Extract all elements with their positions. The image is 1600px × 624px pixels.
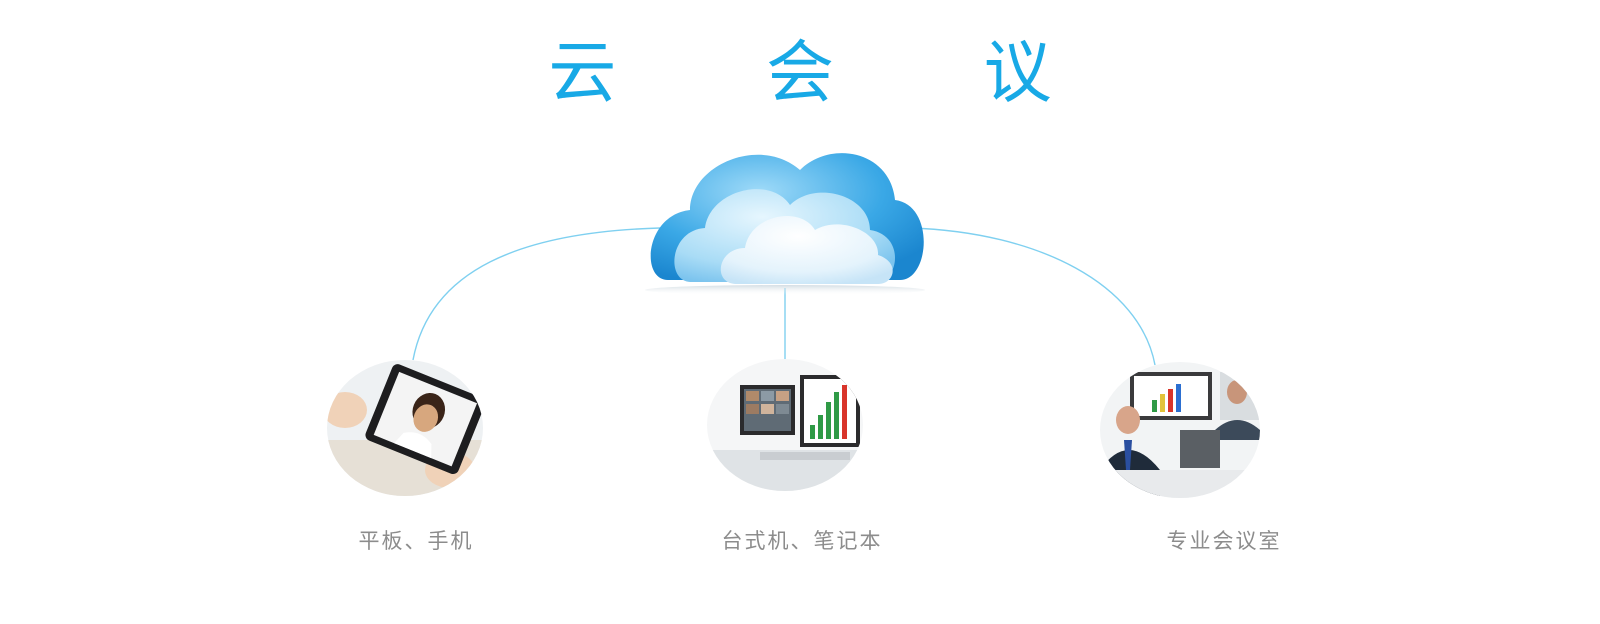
conference-room-photo: [1100, 362, 1260, 498]
page-title: 云 会 议: [548, 34, 1116, 113]
node-label-tablet: 平板、手机: [358, 529, 474, 553]
tablet-photo: [327, 360, 483, 496]
connector-left: [412, 227, 661, 361]
node-label-conference-room: 专业会议室: [1166, 529, 1282, 553]
cloud-icon: [645, 153, 925, 295]
desktop-photo: [707, 359, 863, 491]
connector-right: [909, 227, 1156, 366]
node-label-desktop: 台式机、笔记本: [721, 529, 883, 553]
